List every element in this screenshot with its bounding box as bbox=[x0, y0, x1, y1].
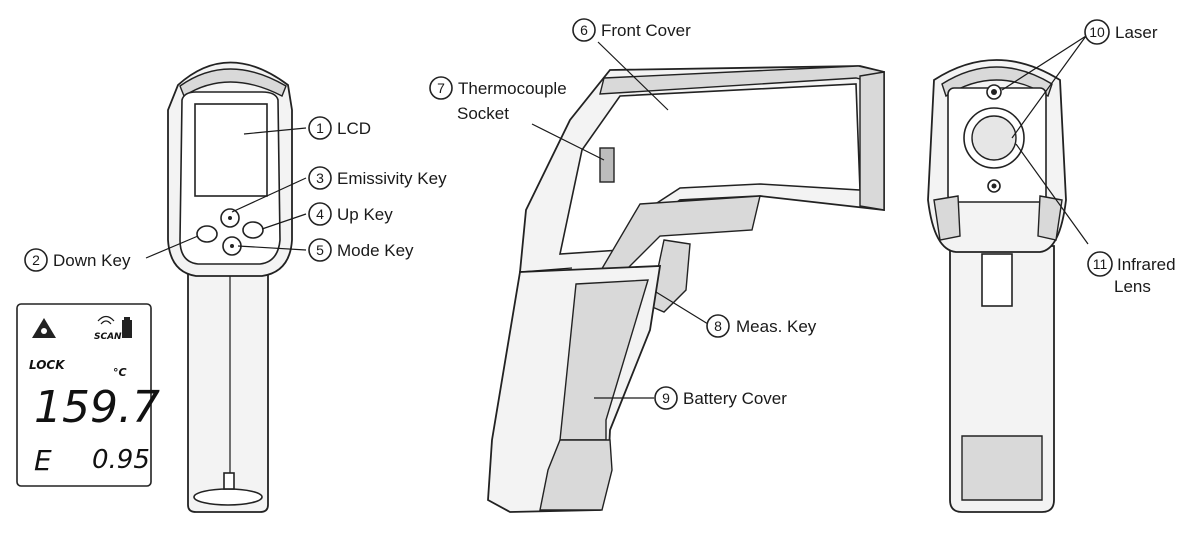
callout-number-circle bbox=[308, 116, 332, 140]
handle-foot bbox=[539, 439, 613, 511]
callout-label: Meas. Key bbox=[736, 317, 817, 336]
callout-6-front-cover: 6 Front Cover bbox=[572, 18, 691, 42]
scan-text: SCAN bbox=[94, 332, 122, 342]
up-key bbox=[242, 221, 264, 239]
battery-cover-panel bbox=[559, 279, 649, 441]
callout-number: 10 bbox=[1089, 24, 1105, 40]
back-trigger bbox=[981, 253, 1013, 307]
lcd-frame bbox=[16, 303, 152, 487]
callout-number-circle bbox=[24, 248, 48, 272]
back-top-cap bbox=[941, 66, 1053, 98]
callout-label: Mode Key bbox=[337, 241, 414, 260]
emissivity-letter: E bbox=[34, 444, 52, 477]
callout-number: 11 bbox=[1093, 256, 1108, 272]
callout-number-circle bbox=[308, 166, 332, 190]
handle-base bbox=[193, 488, 263, 506]
callout-number-circle bbox=[654, 386, 678, 410]
emissivity-value: 0.95 bbox=[92, 445, 150, 475]
scan-icon: SCAN bbox=[94, 315, 122, 342]
callout-7-thermocouple-socket: 7 Thermocouple Socket bbox=[429, 76, 567, 123]
callout-label-line2: Socket bbox=[457, 104, 509, 123]
callout-label: LCD bbox=[337, 119, 371, 138]
unit-indicator: °C bbox=[113, 366, 127, 379]
callout-number: 5 bbox=[316, 242, 324, 258]
callout-number: 4 bbox=[316, 206, 324, 222]
callout-9-battery-cover: 9 Battery Cover bbox=[654, 386, 787, 410]
callout-number: 9 bbox=[662, 390, 670, 406]
back-handle-grip bbox=[961, 435, 1043, 501]
callout-number: 8 bbox=[714, 318, 722, 334]
callout-label: Down Key bbox=[53, 251, 131, 270]
callout-number: 2 bbox=[32, 252, 40, 268]
front-view bbox=[167, 61, 293, 513]
callout-number-circle bbox=[308, 238, 332, 262]
lock-indicator: LOCK bbox=[29, 358, 66, 372]
side-nose bbox=[859, 71, 885, 211]
thermocouple-socket bbox=[599, 147, 615, 183]
callout-number-circle bbox=[1087, 251, 1113, 277]
callout-number: 7 bbox=[437, 80, 445, 96]
callout-8-meas-key: 8 Meas. Key bbox=[706, 314, 817, 338]
callout-label: Front Cover bbox=[601, 21, 691, 40]
callout-4-up-key: 4 Up Key bbox=[308, 202, 393, 226]
battery-icon bbox=[122, 320, 132, 338]
callout-2-down-key: 2 Down Key bbox=[24, 248, 131, 272]
callout-label: Battery Cover bbox=[683, 389, 787, 408]
callout-label-line2: Lens bbox=[1114, 277, 1151, 296]
tripod-mount bbox=[223, 472, 235, 490]
callout-number-circle bbox=[572, 18, 596, 42]
callout-number-circle bbox=[429, 76, 453, 100]
infrared-lens bbox=[971, 115, 1017, 161]
lcd-closeup: SCAN LOCK °C 159.7 E 0.95 bbox=[16, 303, 160, 487]
callout-label: Laser bbox=[1115, 23, 1158, 42]
leader-lines bbox=[145, 35, 1089, 399]
callout-11-infrared-lens: 11 Infrared Lens bbox=[1087, 251, 1176, 296]
callout-number: 3 bbox=[316, 170, 324, 186]
callout-10-laser: 10 Laser bbox=[1084, 19, 1158, 45]
callout-3-emissivity-key: 3 Emissivity Key bbox=[308, 166, 447, 190]
callout-number-circle bbox=[706, 314, 730, 338]
side-view bbox=[487, 65, 885, 513]
down-key bbox=[196, 225, 218, 243]
callout-1-lcd: 1 LCD bbox=[308, 116, 371, 140]
callout-5-mode-key: 5 Mode Key bbox=[308, 238, 414, 262]
callout-label-line1: Infrared bbox=[1117, 255, 1176, 274]
callout-label: Up Key bbox=[337, 205, 393, 224]
front-top-cap bbox=[179, 68, 287, 98]
lcd-window bbox=[194, 103, 268, 197]
callout-label-line1: Thermocouple bbox=[458, 79, 567, 98]
callout-number-circle bbox=[1084, 19, 1110, 45]
callout-number: 6 bbox=[580, 22, 588, 38]
temperature-reading: 159.7 bbox=[34, 382, 160, 433]
back-view bbox=[927, 59, 1067, 513]
callout-number: 1 bbox=[316, 120, 324, 136]
callout-number-circle bbox=[308, 202, 332, 226]
callout-label: Emissivity Key bbox=[337, 169, 447, 188]
front-handle bbox=[187, 261, 269, 513]
